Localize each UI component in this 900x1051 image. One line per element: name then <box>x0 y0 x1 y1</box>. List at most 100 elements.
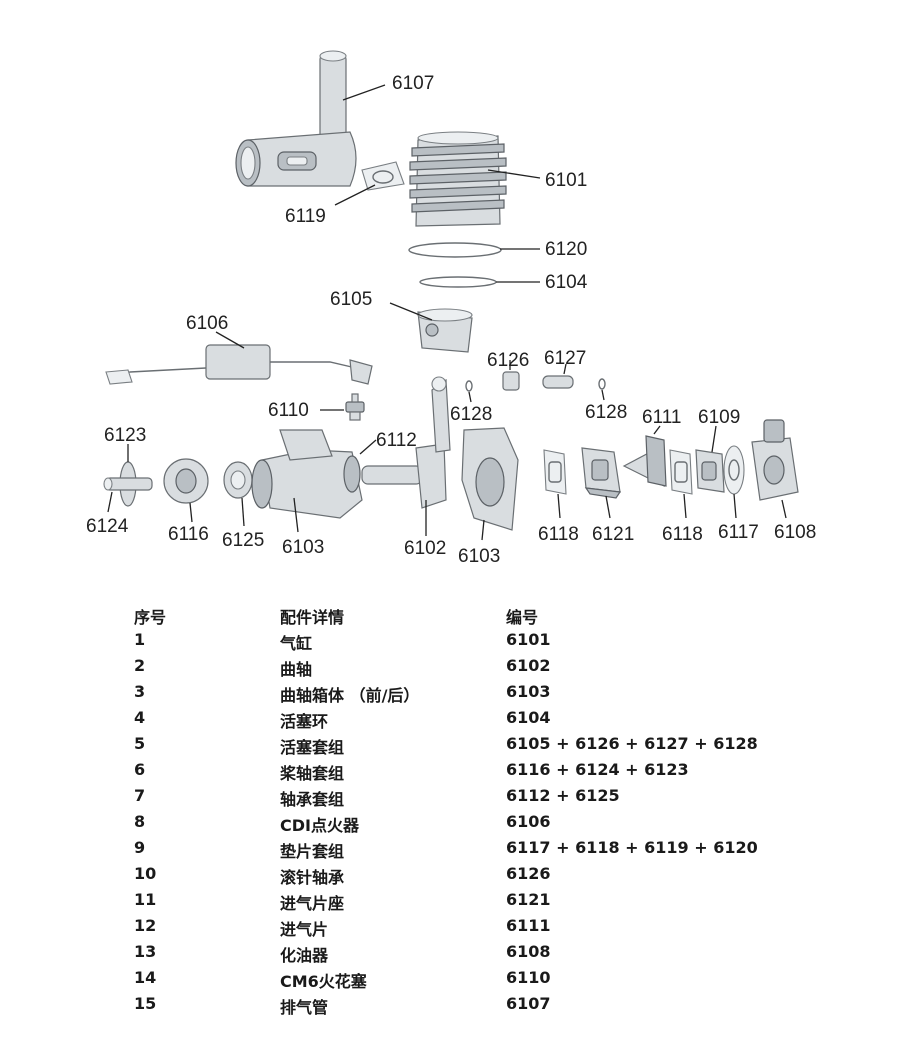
row-index: 11 <box>134 890 157 909</box>
piston-part <box>417 308 473 353</box>
row-number: 6117 + 6118 + 6119 + 6120 <box>506 838 758 857</box>
row-number: 6106 <box>506 812 551 831</box>
row-number: 6110 <box>506 968 551 987</box>
reed-petal-part <box>622 435 667 488</box>
row-number: 6104 <box>506 708 551 727</box>
header-index: 序号 <box>134 608 167 627</box>
row-index: 7 <box>134 786 146 805</box>
callout-6124: 6124 <box>86 516 129 537</box>
callout-6105: 6105 <box>330 289 372 310</box>
exploded-parts-diagram: 6107 6119 6101 6120 6104 6105 6 <box>86 50 816 567</box>
row-index: 1 <box>134 630 146 649</box>
callout-6128-left: 6128 <box>450 404 492 425</box>
spark-plug-part <box>345 393 365 421</box>
callout-6107: 6107 <box>392 73 434 94</box>
row-number: 6105 + 6126 + 6127 + 6128 <box>506 734 758 753</box>
callout-6111: 6111 <box>642 407 681 428</box>
row-part: 垫片套组 <box>280 842 345 861</box>
row-part: 活塞环 <box>280 712 329 731</box>
rear-crankcase-part <box>461 427 519 531</box>
reed-gasket-part-left <box>543 449 567 495</box>
piston-pin-part <box>542 375 574 389</box>
row-number: 6112 + 6125 <box>506 786 620 805</box>
circlip-part-right <box>598 378 606 390</box>
row-part: 轴承套组 <box>280 790 345 809</box>
row-part: 化油器 <box>280 946 329 965</box>
callout-6102: 6102 <box>404 538 446 559</box>
piston-ring-part <box>419 276 497 288</box>
row-index: 13 <box>134 942 157 961</box>
callout-6119: 6119 <box>285 206 326 227</box>
callout-6103-front: 6103 <box>282 537 324 558</box>
table-header-row: 序号 配件详情 编号 <box>130 604 830 630</box>
callout-6120: 6120 <box>545 239 587 260</box>
row-part: 活塞套组 <box>280 738 345 757</box>
front-bearing-part <box>163 458 209 504</box>
row-number: 6126 <box>506 864 551 883</box>
row-number: 6101 <box>506 630 551 649</box>
row-part: 进气片座 <box>280 894 345 913</box>
rear-bearing-part <box>223 461 253 499</box>
callout-6123: 6123 <box>104 425 146 446</box>
exhaust-pipe-part <box>235 50 357 187</box>
row-part: CDI点火器 <box>280 816 359 835</box>
cylinder-gasket-part <box>408 242 502 258</box>
callout-6101: 6101 <box>545 170 587 191</box>
row-number: 6107 <box>506 994 551 1013</box>
table-row: 5 活塞套组 6105 + 6126 + 6127 + 6128 <box>130 734 830 760</box>
row-part: 曲轴箱体 （前/后） <box>280 686 420 705</box>
reed-gasket-part-right <box>669 449 693 495</box>
header-part-detail: 配件详情 <box>280 608 345 627</box>
table-row: 1 气缸 6101 <box>130 630 830 656</box>
row-index: 8 <box>134 812 146 831</box>
cylinder-part <box>409 131 507 227</box>
table-row: 6 桨轴套组 6116 + 6124 + 6123 <box>130 760 830 786</box>
callout-6126: 6126 <box>487 350 529 371</box>
row-part: 气缸 <box>280 634 313 653</box>
callout-6125: 6125 <box>222 530 264 551</box>
circlip-part-left <box>465 380 473 392</box>
callout-6118-right: 6118 <box>662 524 703 545</box>
row-number: 6116 + 6124 + 6123 <box>506 760 689 779</box>
callout-6118-left: 6118 <box>538 524 579 545</box>
row-part: 曲轴 <box>280 660 313 679</box>
callout-6110: 6110 <box>268 400 309 421</box>
carb-gasket-part <box>723 445 745 495</box>
front-crankcase-part <box>251 429 363 519</box>
callout-6117: 6117 <box>718 522 759 543</box>
callout-6109: 6109 <box>698 407 740 428</box>
callout-6128-right: 6128 <box>585 402 627 423</box>
table-row: 3 曲轴箱体 （前/后） 6103 <box>130 682 830 708</box>
callout-6108: 6108 <box>774 522 816 543</box>
callout-6103-rear: 6103 <box>458 546 500 567</box>
row-number: 6111 <box>506 916 551 935</box>
needle-bearing-part <box>502 371 520 391</box>
row-number: 6103 <box>506 682 551 701</box>
row-part: 桨轴套组 <box>280 764 345 783</box>
row-index: 3 <box>134 682 146 701</box>
callout-6127: 6127 <box>544 348 586 369</box>
callout-6112: 6112 <box>376 430 417 451</box>
callout-6121: 6121 <box>592 524 634 545</box>
table-row: 7 轴承套组 6112 + 6125 <box>130 786 830 812</box>
row-index: 5 <box>134 734 146 753</box>
row-number: 6102 <box>506 656 551 675</box>
row-part: CM6火花塞 <box>280 972 367 991</box>
table-row: 4 活塞环 6104 <box>130 708 830 734</box>
prop-hub-part <box>103 461 153 507</box>
row-index: 15 <box>134 994 157 1013</box>
row-index: 10 <box>134 864 157 883</box>
row-index: 4 <box>134 708 146 727</box>
row-index: 6 <box>134 760 146 779</box>
header-part-number: 编号 <box>506 608 539 627</box>
row-part: 进气片 <box>280 920 329 939</box>
